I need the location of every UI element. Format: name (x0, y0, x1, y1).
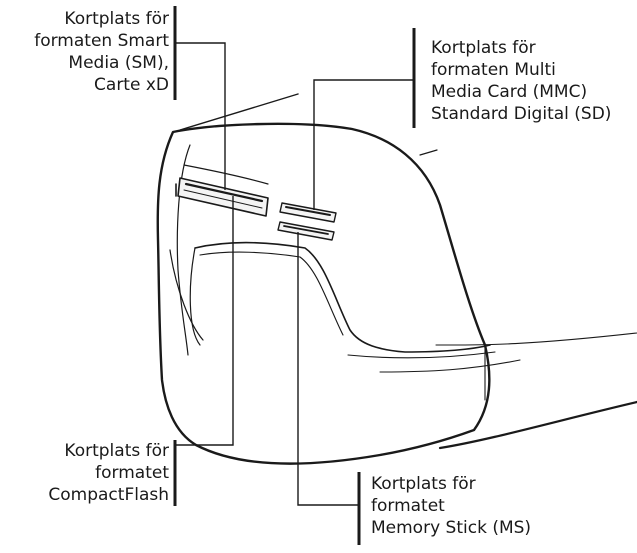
callout-mmc-sd: Kortplats för formaten Multi Media Card … (431, 37, 611, 125)
device-outline (156, 122, 491, 465)
leader-sm-xd (175, 42, 226, 190)
callout-line: Media (SM), (68, 53, 169, 73)
device-side-seam (379, 359, 521, 373)
device-grip-return (189, 247, 201, 346)
device-grip-inner (199, 251, 344, 336)
device-left-ridge (169, 249, 204, 341)
leader-mmc-sd (313, 79, 414, 210)
callout-line: CompactFlash (48, 485, 169, 505)
callout-compactflash: Kortplats för formatet CompactFlash (48, 440, 169, 506)
callout-line: Media Card (MMC) (431, 82, 588, 102)
callout-line: formaten Smart (34, 31, 169, 51)
callout-line: formaten Multi (431, 60, 556, 80)
card-reader-device (156, 93, 637, 465)
slot-memory-stick (277, 221, 335, 241)
slot-mmc-sd (279, 202, 337, 223)
callout-memory-stick: Kortplats för formatet Memory Stick (MS) (371, 473, 531, 539)
device-back-edge-right (419, 149, 438, 156)
slot-smart-media-xd (177, 164, 269, 217)
callout-line: Memory Stick (MS) (371, 518, 532, 538)
device-base-seam (435, 332, 637, 346)
device-back-edge (179, 93, 299, 131)
callout-line: Kortplats för (371, 474, 476, 494)
callout-line: Kortplats för (431, 38, 536, 58)
device-side-upper (347, 351, 496, 359)
callout-line: Kortplats för (64, 9, 169, 29)
callout-line: Standard Digital (SD) (431, 104, 612, 124)
leader-lines (173, 6, 416, 545)
device-bottom-edge (438, 400, 637, 450)
callout-line: formatet (371, 496, 445, 516)
device-grip-notch (194, 241, 491, 353)
callout-line: formatet (95, 463, 169, 483)
leader-ms (297, 232, 359, 506)
callout-smart-media-xd: Kortplats för formaten Smart Media (SM),… (34, 8, 169, 96)
device-front-contour (176, 144, 191, 356)
callout-line: Carte xD (94, 75, 169, 95)
leader-cf (175, 196, 234, 446)
callout-line: Kortplats för (64, 441, 169, 461)
